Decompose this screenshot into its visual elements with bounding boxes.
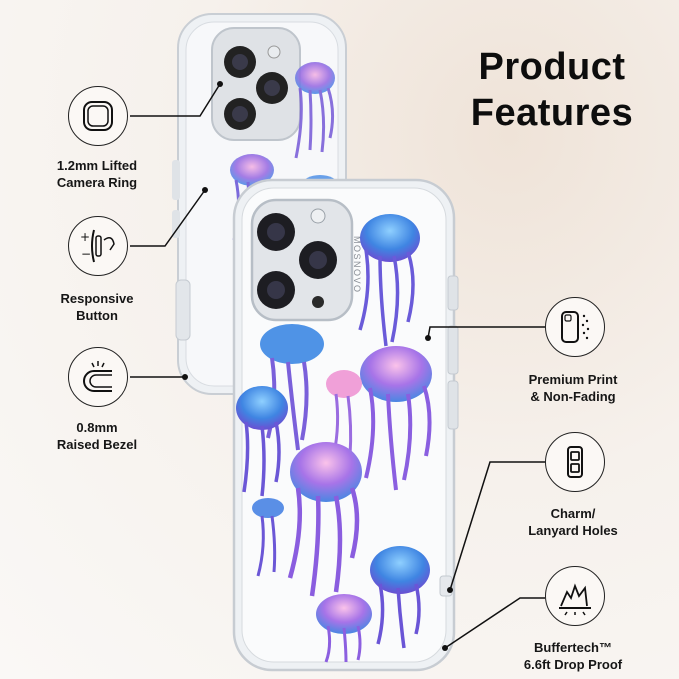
premium-print-feature-icon: [545, 297, 605, 357]
feature-lanyard-holes-label: Charm/ Lanyard Holes: [528, 506, 618, 538]
drop-impact-icon: [559, 583, 591, 616]
title-line-2: Features: [470, 92, 634, 134]
feature-camera-ring-label: 1.2mm Lifted Camera Ring: [56, 158, 138, 190]
responsive-button-feature-icon: + −: [68, 216, 128, 276]
lanyard-holes-icon: [567, 446, 583, 478]
phone-print-icon: [561, 311, 590, 343]
svg-text:−: −: [81, 247, 91, 261]
feature-premium-print-label: Premium Print & Non-Fading: [528, 372, 618, 404]
svg-text:+: +: [80, 230, 90, 244]
feature-raised-bezel-label: 0.8mm Raised Bezel: [56, 420, 138, 452]
camera-ring-icon: [83, 101, 113, 131]
raised-bezel-feature-icon: [68, 347, 128, 407]
feature-responsive-button-label: Responsive Button: [60, 291, 134, 323]
lanyard-holes-feature-icon: [545, 432, 605, 492]
brand-mark: MOSNOVO: [352, 236, 362, 294]
bezel-icon: [83, 361, 112, 392]
feature-drop-proof-label: Buffertech™ 6.6ft Drop Proof: [523, 640, 623, 672]
page-title: Product Features: [452, 44, 652, 136]
camera-ring-feature-icon: [68, 86, 128, 146]
phone-case-front-view: MOSNOVO: [232, 178, 459, 672]
button-press-icon: + −: [80, 229, 115, 263]
drop-proof-feature-icon: [545, 566, 605, 626]
title-line-1: Product: [478, 46, 626, 88]
